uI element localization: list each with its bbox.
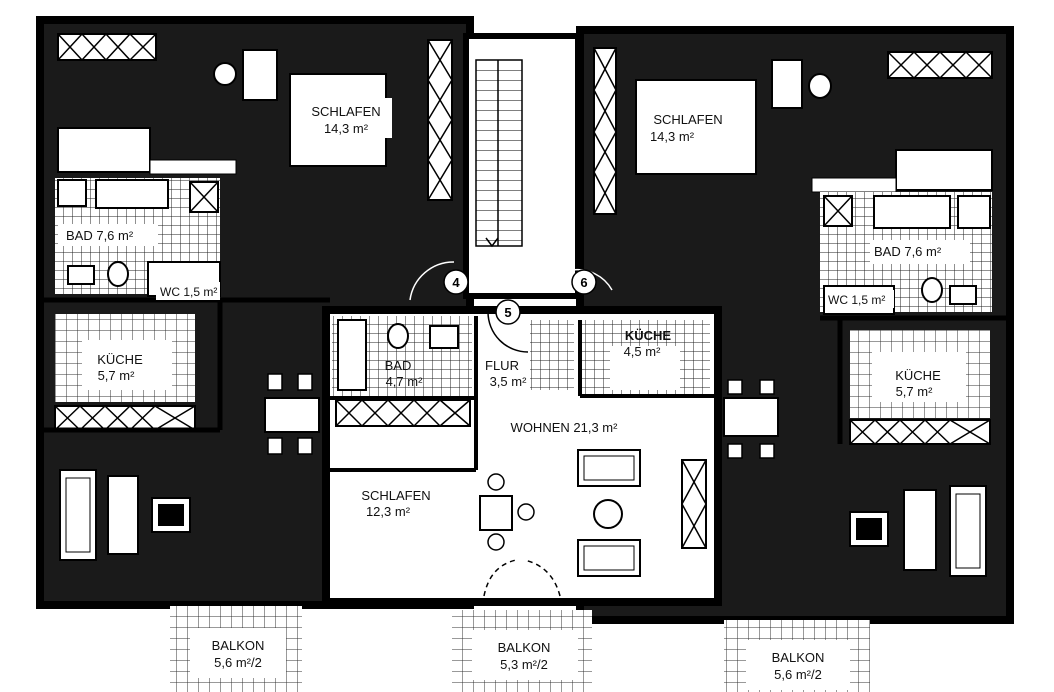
kueche-center-area: 4,5 m² [624,344,662,359]
svg-text:4: 4 [452,275,460,290]
bad-center-area: 4,7 m² [386,374,424,389]
wc-right-label: WC 1,5 m² [828,293,885,307]
balkon-right-name: BALKON [772,650,825,665]
apartment-marker-5: 5 [487,299,529,353]
balkon-right-area: 5,6 m²/2 [774,667,822,682]
center-apartment [322,306,722,606]
kueche-center-name: KÜCHE [625,328,672,343]
staircase [463,33,581,299]
schlafen-center-name: SCHLAFEN [361,488,430,503]
apartment-marker-6: 6 [571,268,613,295]
schlafen-left-area: 14,3 m² [324,121,369,136]
wc-left-label: WC 1,5 m² [160,285,217,299]
kueche-right-area: 5,7 m² [896,384,934,399]
kueche-left-name: KÜCHE [97,352,143,367]
svg-text:5: 5 [504,305,511,320]
schlafen-right-area: 14,3 m² [650,129,695,144]
wohnen-center-label: WOHNEN 21,3 m² [511,420,619,435]
kueche-right-name: KÜCHE [895,368,941,383]
kueche-left-area: 5,7 m² [98,368,136,383]
apartment-marker-4: 4 [409,261,469,301]
bad-left-label: BAD 7,6 m² [66,228,134,243]
balkon-center-name: BALKON [498,640,551,655]
bad-center-name: BAD [385,358,412,373]
schlafen-center-area: 12,3 m² [366,504,411,519]
bad-right-label: BAD 7,6 m² [874,244,942,259]
balkon-center-area: 5,3 m²/2 [500,657,548,672]
balkon-left-name: BALKON [212,638,265,653]
schlafen-right-name: SCHLAFEN [653,112,722,127]
balkon-left-area: 5,6 m²/2 [214,655,262,670]
svg-text:6: 6 [580,275,587,290]
flur-center-area: 3,5 m² [490,374,528,389]
schlafen-left-name: SCHLAFEN [311,104,380,119]
flur-center-name: FLUR [485,358,519,373]
